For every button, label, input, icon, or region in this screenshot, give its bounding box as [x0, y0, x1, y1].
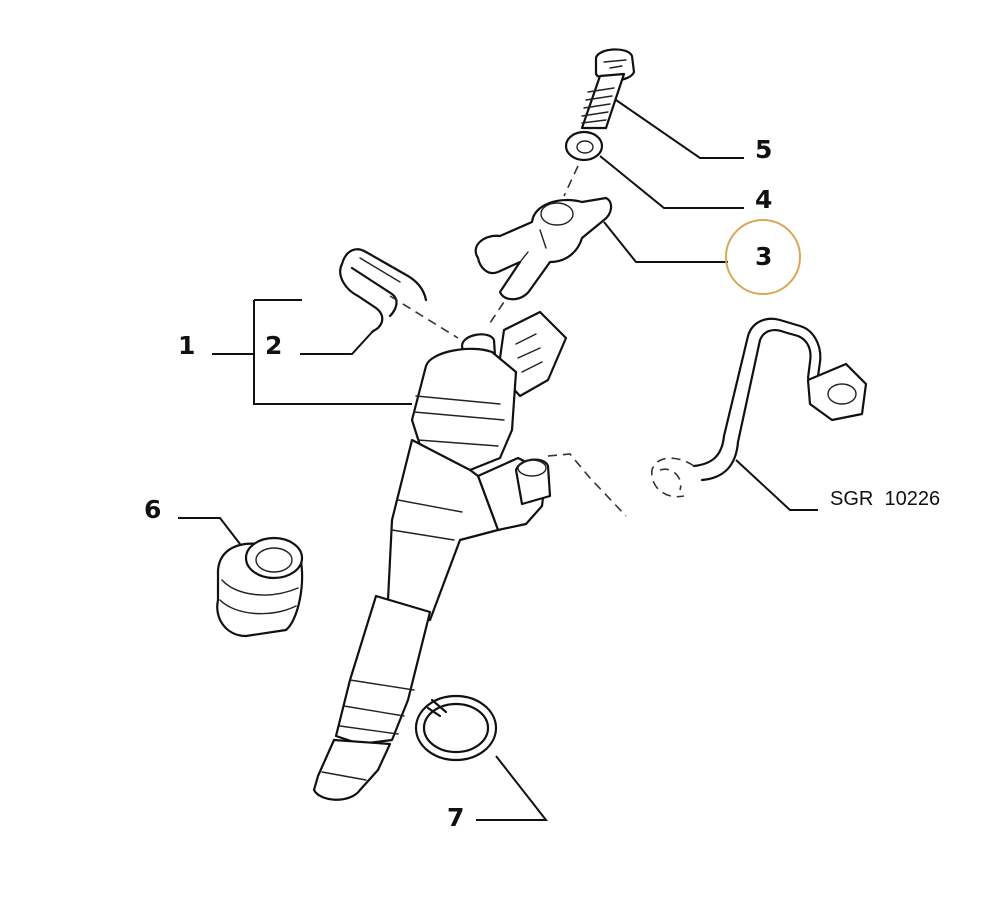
- callout-7: 7: [447, 803, 464, 832]
- fuel-injector-icon: [312, 310, 568, 801]
- clip-axis: [389, 295, 459, 339]
- fuel-pipe-icon: [547, 317, 868, 517]
- bolt-icon: [580, 48, 636, 130]
- rubber-seal-icon: [216, 536, 304, 638]
- callout-1: 1: [178, 331, 195, 360]
- callout-4: 4: [755, 185, 772, 214]
- leader-lines: [178, 99, 818, 821]
- washer-icon: [564, 130, 604, 162]
- highlight-circle: [725, 219, 801, 295]
- callout-6: 6: [144, 495, 161, 524]
- assembly-axis-upper: [563, 165, 579, 197]
- wire-clip-icon: [339, 248, 428, 334]
- reference-code: SGR 10226: [830, 488, 940, 510]
- o-ring-icon: [414, 694, 498, 762]
- callout-2: 2: [265, 331, 282, 360]
- clamp-bracket-icon: [474, 196, 613, 301]
- callout-5: 5: [755, 135, 772, 164]
- callout-3: 3: [755, 242, 772, 271]
